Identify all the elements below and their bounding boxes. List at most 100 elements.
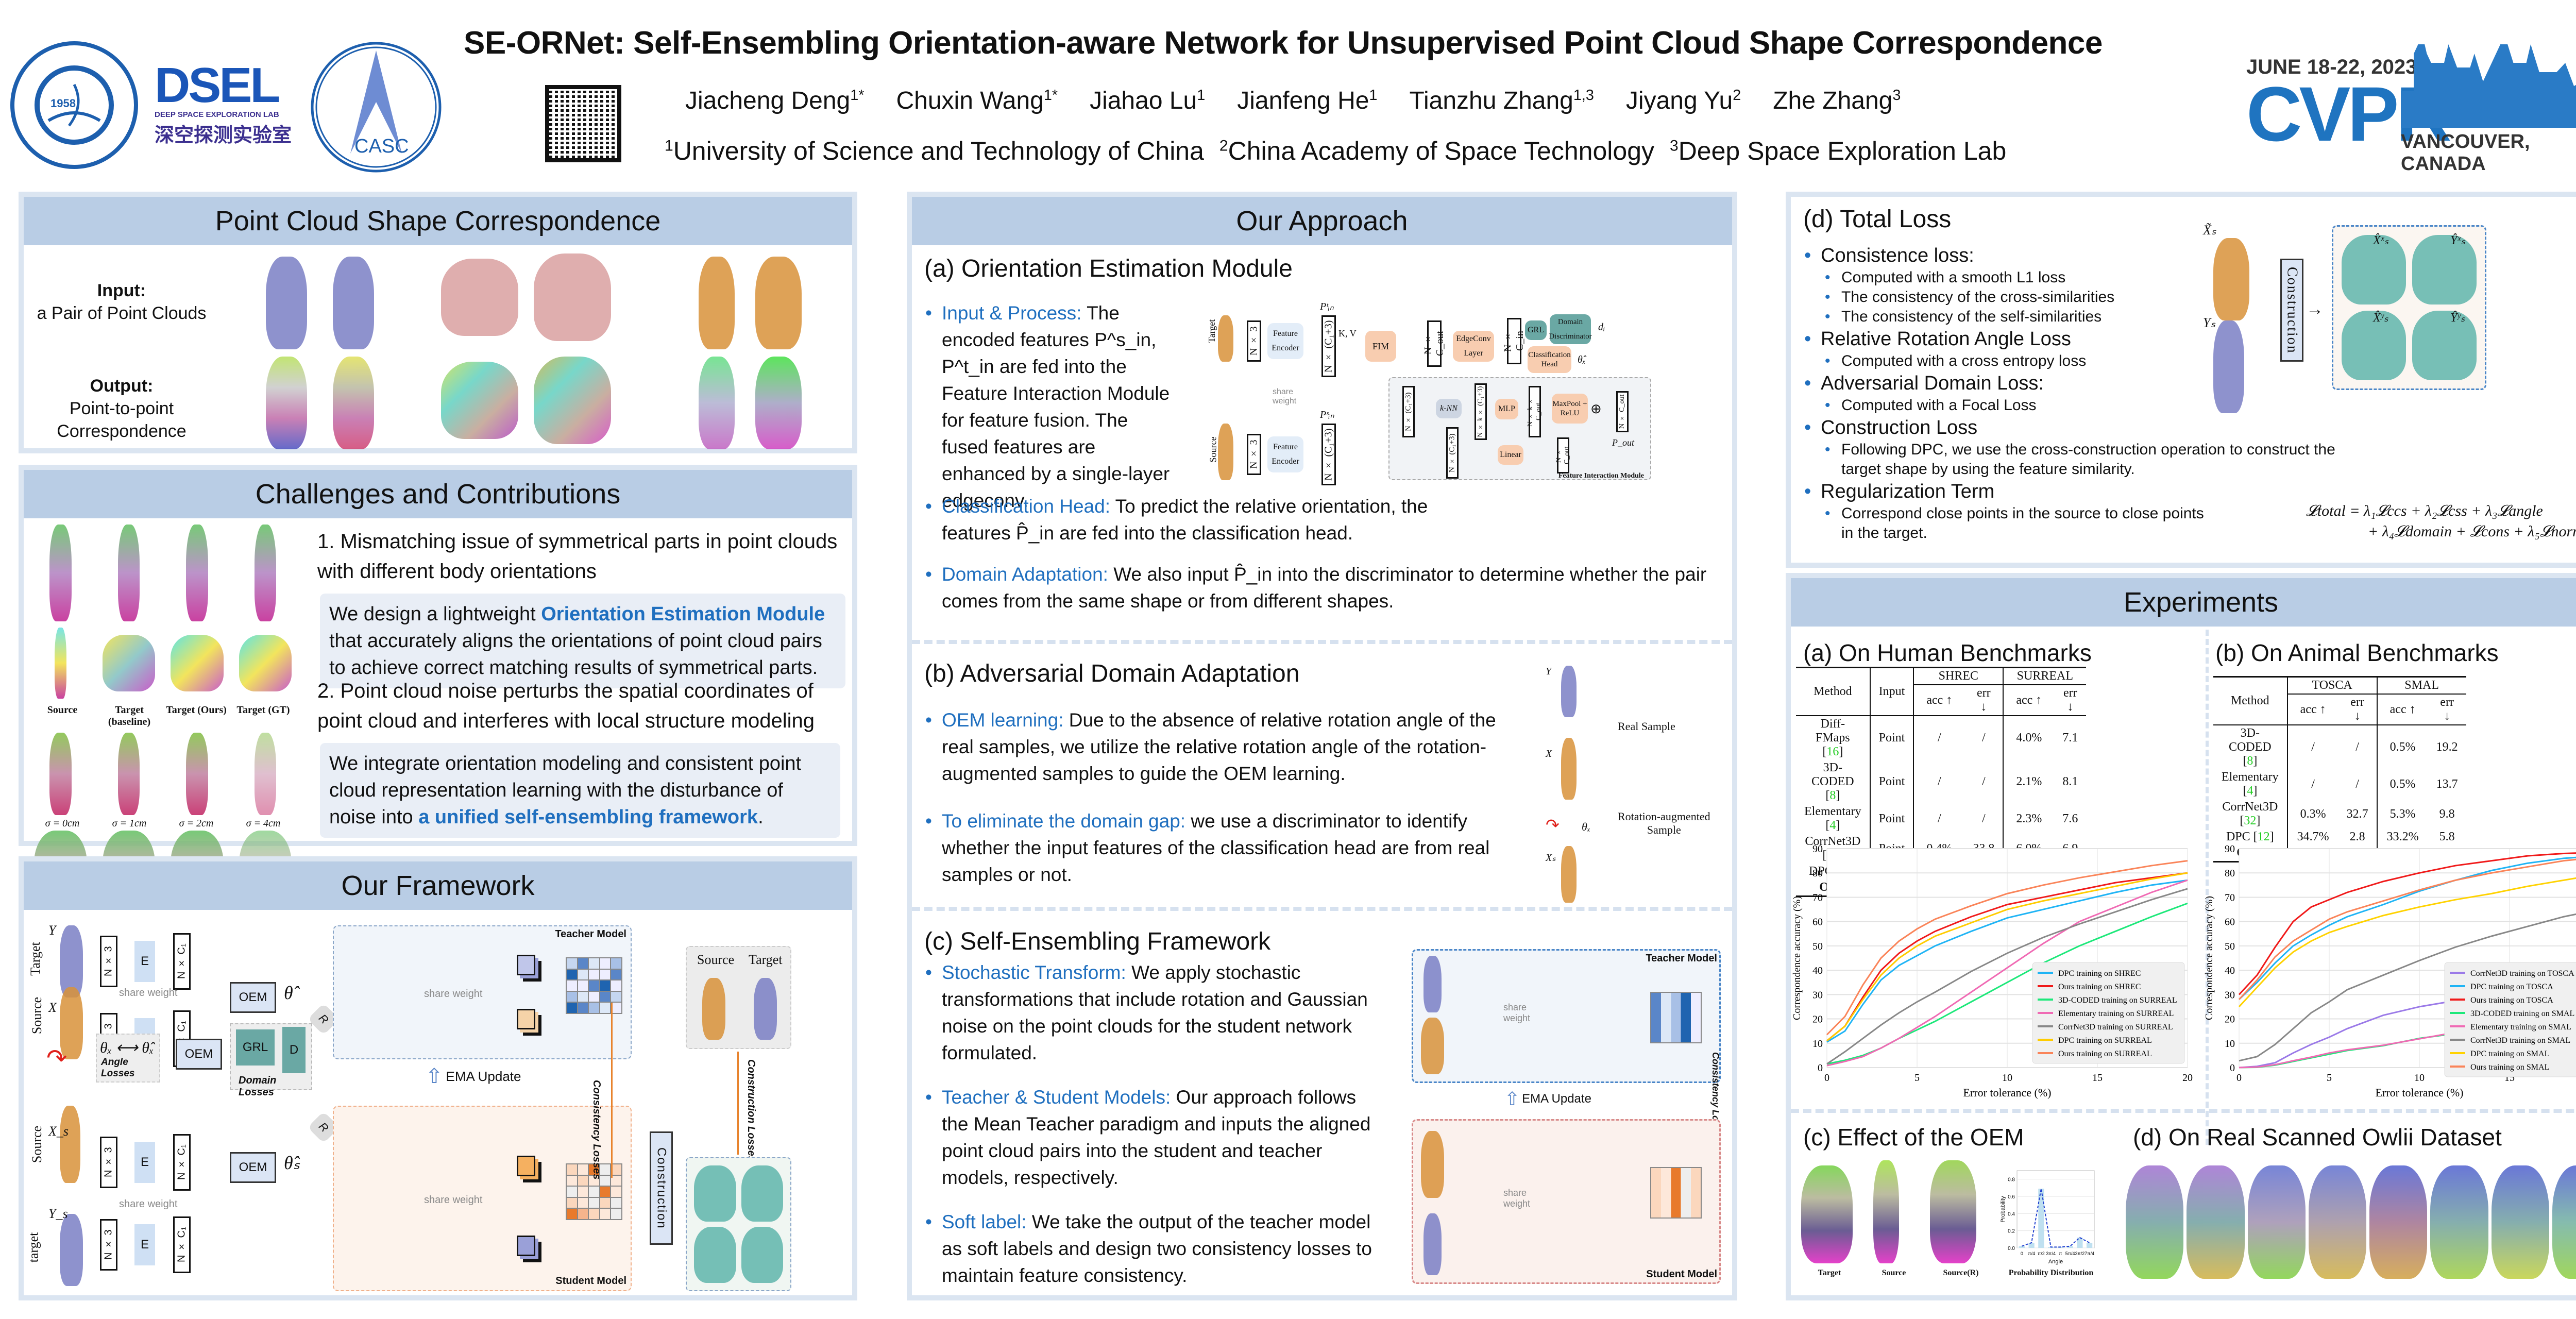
series-line: [1826, 888, 2188, 1065]
thumb: [117, 733, 140, 815]
legend-label: 3D-CODED training on SMAL: [2470, 1009, 2574, 1018]
th-metric: acc ↑: [1926, 693, 1953, 707]
author-name: Zhe Zhang: [1773, 87, 1893, 114]
ncout-fim-box: N × C_out: [1616, 391, 1629, 432]
citation-ref[interactable]: 4: [1829, 819, 1836, 832]
kv-label: K, V: [1338, 328, 1357, 339]
thumb: [171, 635, 224, 691]
sum-icon: ⊕: [1590, 401, 1602, 416]
caption: Target (Ours): [166, 704, 227, 716]
author-sup: 1*: [1043, 87, 1058, 104]
author-sup: 1,3: [1573, 87, 1594, 104]
owlii-cloud: [2187, 1165, 2245, 1279]
metric-value: /: [1937, 731, 1941, 745]
x-tick-label: 5π/4: [2065, 1251, 2075, 1256]
series-line: [1826, 879, 2188, 1043]
y-tick-label: 80: [2225, 868, 2235, 879]
metric-value: 5.3%: [2389, 807, 2416, 821]
metric-value: 0.3%: [2300, 807, 2326, 821]
feature-fx: [517, 1009, 535, 1029]
x-tick-label: 3π/2: [2075, 1251, 2085, 1256]
citation-ref[interactable]: 32: [2244, 814, 2257, 827]
oem-caption: Source(R): [1943, 1269, 1979, 1277]
dsel-wordmark: DSEL: [155, 58, 280, 113]
thumb: [102, 635, 155, 691]
thumb: [186, 733, 208, 815]
legend-label: CorrNet3D training on SURREAL: [2058, 1023, 2173, 1031]
th-tosca: TOSCA: [2287, 677, 2378, 695]
ysy-label: Ŷʸₛ: [2450, 311, 2465, 325]
affiliation-sup: 2: [1219, 137, 1228, 155]
input-type: Point: [1870, 760, 1914, 804]
contribution-1-highlight: Orientation Estimation Module: [541, 603, 825, 625]
y-cloud: [1561, 666, 1577, 717]
author: Zhe Zhang3: [1773, 87, 1901, 115]
x-tick-label: π/2: [2038, 1251, 2045, 1256]
bullet-stochastic: Stochastic Transform: We apply stochasti…: [922, 959, 1376, 1067]
y-tick-label: 10: [1812, 1038, 1823, 1050]
bullet-label: To eliminate the domain gap:: [942, 810, 1186, 832]
citation-ref[interactable]: 4: [2247, 784, 2253, 798]
author-name: Jiyang Yu: [1625, 87, 1733, 114]
loss-detail: Computed with a smooth L1 loss: [1822, 268, 2213, 288]
cvpr-place: VANCOUVER, CANADA: [2401, 131, 2530, 175]
citation-ref[interactable]: 12: [2257, 830, 2270, 843]
affiliation: 2China Academy of Space Technology: [1219, 136, 1654, 166]
citation-ref[interactable]: 8: [2247, 754, 2253, 768]
series-line: [1826, 879, 2188, 1067]
similarity-matrix: [1650, 1167, 1702, 1219]
input-label: Input:: [97, 281, 146, 300]
input-animal-1: [441, 259, 518, 336]
author-sup: 1*: [850, 87, 865, 104]
qr-code[interactable]: [545, 85, 621, 162]
loss-detail: Correspond close points in the source to…: [1822, 504, 2213, 543]
th-metric: err ↓: [2063, 686, 2077, 714]
th-shrec: SHREC: [1913, 667, 2004, 685]
human-bench-title: (a) On Human Benchmarks: [1803, 639, 2092, 666]
citation-ref[interactable]: 16: [1826, 745, 1839, 758]
feature-fys: [517, 1236, 535, 1256]
method-name: Elementary: [1804, 805, 1861, 818]
construction-arrow: [737, 1052, 739, 1155]
table-row: 3D-CODED [8]//0.5%19.2: [2213, 725, 2466, 769]
x-tick-label: 5: [1914, 1072, 1920, 1084]
prob-bar: [2038, 1189, 2044, 1248]
feature-encoder-source: Feature Encoder: [1267, 436, 1303, 472]
cloud-y: [60, 925, 83, 997]
panel-title: Point Cloud Shape Correspondence: [24, 197, 852, 245]
bullet-text: Due to the absence of relative rotation …: [942, 709, 1496, 784]
y-axis-label: Probability: [2000, 1196, 2006, 1223]
plot-area: [2016, 1170, 2095, 1248]
teacher-share-weight: share weight: [424, 988, 483, 1000]
aug-line-1: Rotation-augmented: [1618, 810, 1710, 823]
target-cloud: [1801, 1165, 1853, 1263]
th-metric: err ↓: [2338, 694, 2378, 725]
oem-block-mid: OEM: [176, 1039, 222, 1070]
feature-encoder-target: Feature Encoder: [1267, 323, 1303, 359]
output-label: Output:: [90, 376, 154, 396]
panel-experiments: Experiments (a) On Human Benchmarks (b) …: [1786, 573, 2576, 1300]
oem-diagram: Target Source N × 3 N × 3 Feature Encode…: [1207, 300, 1731, 485]
citation-ref[interactable]: 8: [1829, 789, 1836, 802]
metric-value: /: [1937, 811, 1941, 825]
prob-bar: [2067, 1246, 2073, 1248]
fw-encoder: E: [134, 941, 155, 982]
loss-list: Consistence loss:Computed with a smooth …: [1801, 243, 2394, 543]
metric-value: 8.1: [2062, 775, 2078, 788]
x-tick-label: 20: [2182, 1072, 2193, 1084]
row-label-target-s: target: [26, 1232, 41, 1263]
angle-losses-label: Angle Losses: [101, 1057, 135, 1079]
metric-value: 9.8: [2439, 807, 2455, 821]
owlii-cloud: [2247, 1165, 2306, 1279]
angle-losses-box: θₓ ⟷ θ̂ₓ Angle Losses: [96, 1034, 160, 1083]
xs-cloud: [2213, 238, 2249, 320]
loss-detail: The consistency of the cross-similaritie…: [1822, 288, 2213, 307]
th-metric: acc ↑: [2300, 702, 2326, 716]
bullet-text: we use a discriminator to identify wheth…: [942, 810, 1490, 885]
x-axis-label: Angle: [2048, 1259, 2063, 1265]
y-tick-label: 70: [1812, 892, 1823, 903]
bullet-text: Our approach follows the Mean Teacher pa…: [942, 1087, 1371, 1188]
method-name: DPC: [2226, 830, 2250, 843]
target-label: Target: [1207, 319, 1217, 343]
owlii-cloud: [2369, 1165, 2428, 1279]
